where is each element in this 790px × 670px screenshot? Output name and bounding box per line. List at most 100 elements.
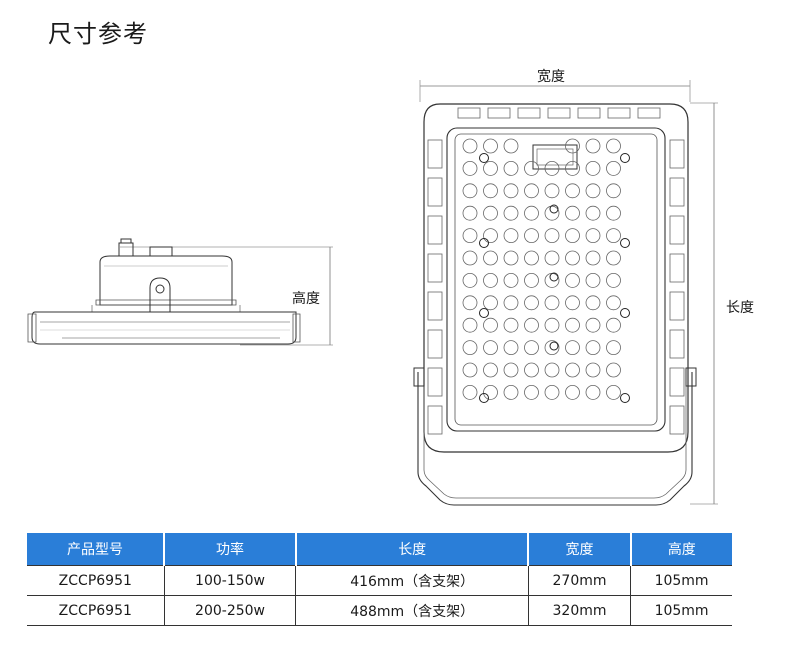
cell-height: 105mm bbox=[630, 565, 732, 596]
col-header-height: 高度 bbox=[630, 533, 732, 566]
led-lens bbox=[524, 295, 539, 311]
led-lens bbox=[544, 160, 560, 176]
cell-power: 100-150w bbox=[164, 565, 297, 596]
cell-width: 320mm bbox=[528, 595, 632, 626]
led-lens bbox=[585, 228, 601, 244]
led-lens bbox=[585, 183, 601, 199]
cell-width: 270mm bbox=[528, 565, 632, 596]
cell-length: 488mm（含支架） bbox=[295, 595, 529, 626]
led-lens bbox=[524, 384, 539, 400]
led-lens bbox=[462, 340, 478, 356]
led-lens bbox=[585, 272, 601, 288]
led-lens bbox=[565, 183, 580, 199]
led-lens bbox=[483, 295, 498, 311]
led-lens bbox=[483, 160, 498, 176]
col-header-length: 长度 bbox=[295, 533, 530, 566]
led-lens bbox=[524, 250, 539, 266]
led-lens bbox=[585, 295, 601, 311]
cell-model: ZCCP6951 bbox=[27, 595, 165, 626]
table-header-row: 产品型号 功率 长度 宽度 高度 bbox=[27, 533, 732, 566]
led-lens bbox=[524, 160, 539, 176]
side-view bbox=[27, 238, 333, 346]
led-lens bbox=[503, 205, 519, 221]
led-lens bbox=[565, 250, 580, 266]
table-row: ZCCP6951 100-150w 416mm（含支架） 270mm 105mm bbox=[27, 565, 732, 596]
col-header-power: 功率 bbox=[164, 533, 297, 566]
led-lens bbox=[544, 183, 560, 199]
cell-height: 105mm bbox=[630, 595, 732, 626]
led-lens bbox=[565, 295, 580, 311]
led-lens bbox=[606, 340, 621, 356]
led-lens bbox=[606, 183, 621, 199]
led-lens bbox=[483, 138, 498, 154]
led-lens bbox=[503, 272, 519, 288]
led-lens bbox=[606, 228, 621, 244]
led-lens bbox=[483, 250, 498, 266]
led-lens bbox=[462, 228, 478, 244]
led-lens bbox=[503, 138, 519, 154]
led-lens bbox=[503, 362, 519, 378]
led-lens bbox=[585, 362, 601, 378]
led-lens bbox=[483, 384, 498, 400]
cell-power: 200-250w bbox=[164, 595, 297, 626]
led-lens bbox=[544, 384, 560, 400]
led-lens bbox=[462, 205, 478, 221]
led-lens bbox=[462, 317, 478, 333]
col-header-width: 宽度 bbox=[528, 533, 632, 566]
led-lens bbox=[483, 205, 498, 221]
page-title: 尺寸参考 bbox=[48, 20, 148, 48]
led-lens bbox=[606, 272, 621, 288]
led-lens bbox=[462, 183, 478, 199]
led-lens bbox=[462, 250, 478, 266]
led-lens bbox=[483, 228, 498, 244]
led-lens bbox=[565, 138, 580, 154]
led-lens bbox=[585, 384, 601, 400]
led-lens bbox=[606, 362, 621, 378]
led-lens bbox=[524, 228, 539, 244]
top-view bbox=[413, 80, 718, 506]
col-header-model: 产品型号 bbox=[27, 533, 166, 566]
led-lens bbox=[483, 272, 498, 288]
led-lens bbox=[483, 183, 498, 199]
led-lens bbox=[524, 183, 539, 199]
spec-table: 产品型号 功率 长度 宽度 高度 ZCCP6951 100-150w 416mm… bbox=[27, 533, 732, 626]
led-lens bbox=[544, 228, 560, 244]
led-lens bbox=[544, 295, 560, 311]
led-lens bbox=[585, 205, 601, 221]
led-lens bbox=[606, 160, 621, 176]
led-lens bbox=[462, 362, 478, 378]
led-lens bbox=[565, 384, 580, 400]
table-row: ZCCP6951 200-250w 488mm（含支架） 320mm 105mm bbox=[27, 595, 732, 626]
led-lens bbox=[585, 340, 601, 356]
led-lens bbox=[606, 138, 621, 154]
led-lens bbox=[565, 340, 580, 356]
led-lens bbox=[462, 160, 478, 176]
led-lens bbox=[524, 205, 539, 221]
cell-model: ZCCP6951 bbox=[27, 565, 165, 596]
led-lens bbox=[565, 317, 580, 333]
led-lens bbox=[462, 295, 478, 311]
led-lens bbox=[503, 250, 519, 266]
led-lens bbox=[503, 340, 519, 356]
led-lens bbox=[524, 340, 539, 356]
led-lens bbox=[606, 250, 621, 266]
led-lens bbox=[544, 317, 560, 333]
led-lens bbox=[585, 317, 601, 333]
led-lens bbox=[524, 362, 539, 378]
led-lens bbox=[585, 250, 601, 266]
led-lens bbox=[503, 228, 519, 244]
led-lens bbox=[606, 317, 621, 333]
dimension-drawing bbox=[27, 80, 718, 506]
led-lens bbox=[483, 362, 498, 378]
width-dimension-label: 宽度 bbox=[537, 69, 565, 85]
led-lens bbox=[606, 205, 621, 221]
led-lens bbox=[503, 183, 519, 199]
led-lens bbox=[544, 205, 560, 221]
led-lens bbox=[503, 295, 519, 311]
led-lens bbox=[483, 317, 498, 333]
led-lens bbox=[462, 272, 478, 288]
led-lens bbox=[544, 250, 560, 266]
led-lens bbox=[503, 384, 519, 400]
led-lens bbox=[565, 205, 580, 221]
led-lens bbox=[524, 317, 539, 333]
